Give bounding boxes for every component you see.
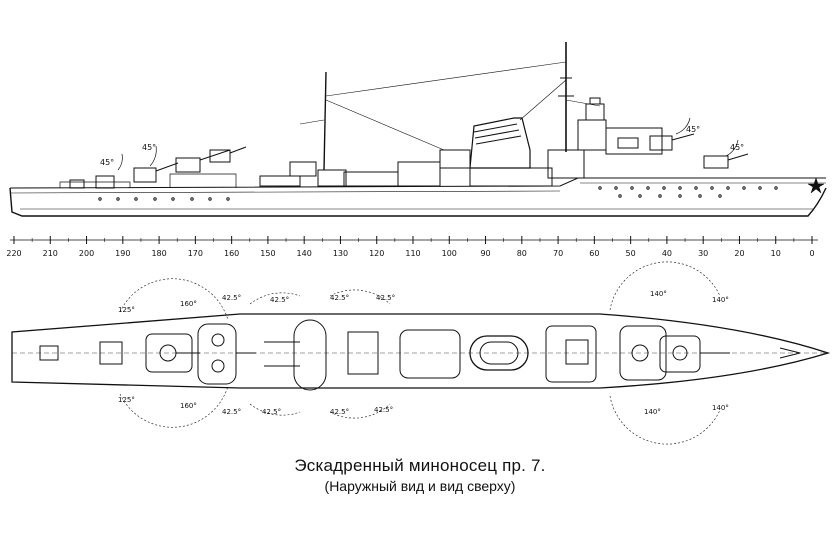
deck-line <box>9 177 826 189</box>
scale-label: 130 <box>333 249 348 258</box>
scale-label: 100 <box>442 249 457 258</box>
side-view <box>9 42 827 217</box>
angle-label: 42.5° <box>376 294 395 302</box>
angle-label: 42.5° <box>270 296 289 304</box>
scale-label: 150 <box>260 249 275 258</box>
scale-label: 180 <box>151 249 166 258</box>
forward-gun-mounts <box>649 133 749 169</box>
elevation-arcs <box>117 117 739 171</box>
scale-label: 30 <box>698 249 708 258</box>
angle-label: 125° <box>118 396 135 404</box>
scale-label: 200 <box>79 249 94 258</box>
scale-label: 80 <box>517 249 527 258</box>
scale-label: 50 <box>626 249 636 258</box>
angle-label: 45° <box>100 158 114 167</box>
scale-label: 70 <box>553 249 563 258</box>
angle-label: 42.5° <box>262 408 281 416</box>
angle-label: 42.5° <box>330 294 349 302</box>
angle-label: 42.5° <box>222 408 241 416</box>
firing-arcs <box>119 261 721 445</box>
masts <box>299 42 601 171</box>
plan-angle-labels: 125° 160° 42.5° 42.5° 42.5° 42.5° 140° 1… <box>118 290 729 416</box>
scale-label: 210 <box>43 249 58 258</box>
scale-label: 10 <box>771 249 781 258</box>
angle-label: 140° <box>650 290 667 298</box>
angle-label: 45° <box>686 125 700 134</box>
scale-label: 20 <box>734 249 744 258</box>
angle-label: 125° <box>118 306 135 314</box>
scale-label: 0 <box>809 249 814 258</box>
bow-star-icon <box>807 177 825 194</box>
angle-label: 45° <box>730 143 744 152</box>
angle-label: 42.5° <box>374 406 393 414</box>
deck-outline <box>11 313 831 389</box>
angle-label: 140° <box>712 404 729 412</box>
angle-label: 45° <box>142 143 156 152</box>
angle-label: 140° <box>644 408 661 416</box>
angle-label: 160° <box>180 300 197 308</box>
side-angle-labels: 45° 45° 45° 45° <box>100 125 744 167</box>
angle-label: 42.5° <box>222 294 241 302</box>
angle-label: 160° <box>180 402 197 410</box>
scale-label: 60 <box>589 249 599 258</box>
angle-label: 140° <box>712 296 729 304</box>
scale-label: 170 <box>188 249 203 258</box>
scale-label: 120 <box>369 249 384 258</box>
scale-label: 90 <box>480 249 490 258</box>
scale-label: 220 <box>6 249 21 258</box>
portholes <box>98 186 778 201</box>
angle-label: 42.5° <box>330 408 349 416</box>
drawing-subtitle: (Наружный вид и вид сверху) <box>324 478 516 494</box>
scale-label: 140 <box>297 249 312 258</box>
scale-label: 40 <box>662 249 672 258</box>
plan-view <box>11 261 831 445</box>
scale-label: 160 <box>224 249 239 258</box>
drawing-title: Эскадренный миноносец пр. 7. <box>294 456 546 475</box>
hull-profile <box>9 187 827 217</box>
scale-label: 190 <box>115 249 130 258</box>
scale-label: 110 <box>405 249 420 258</box>
bridge <box>547 97 663 179</box>
